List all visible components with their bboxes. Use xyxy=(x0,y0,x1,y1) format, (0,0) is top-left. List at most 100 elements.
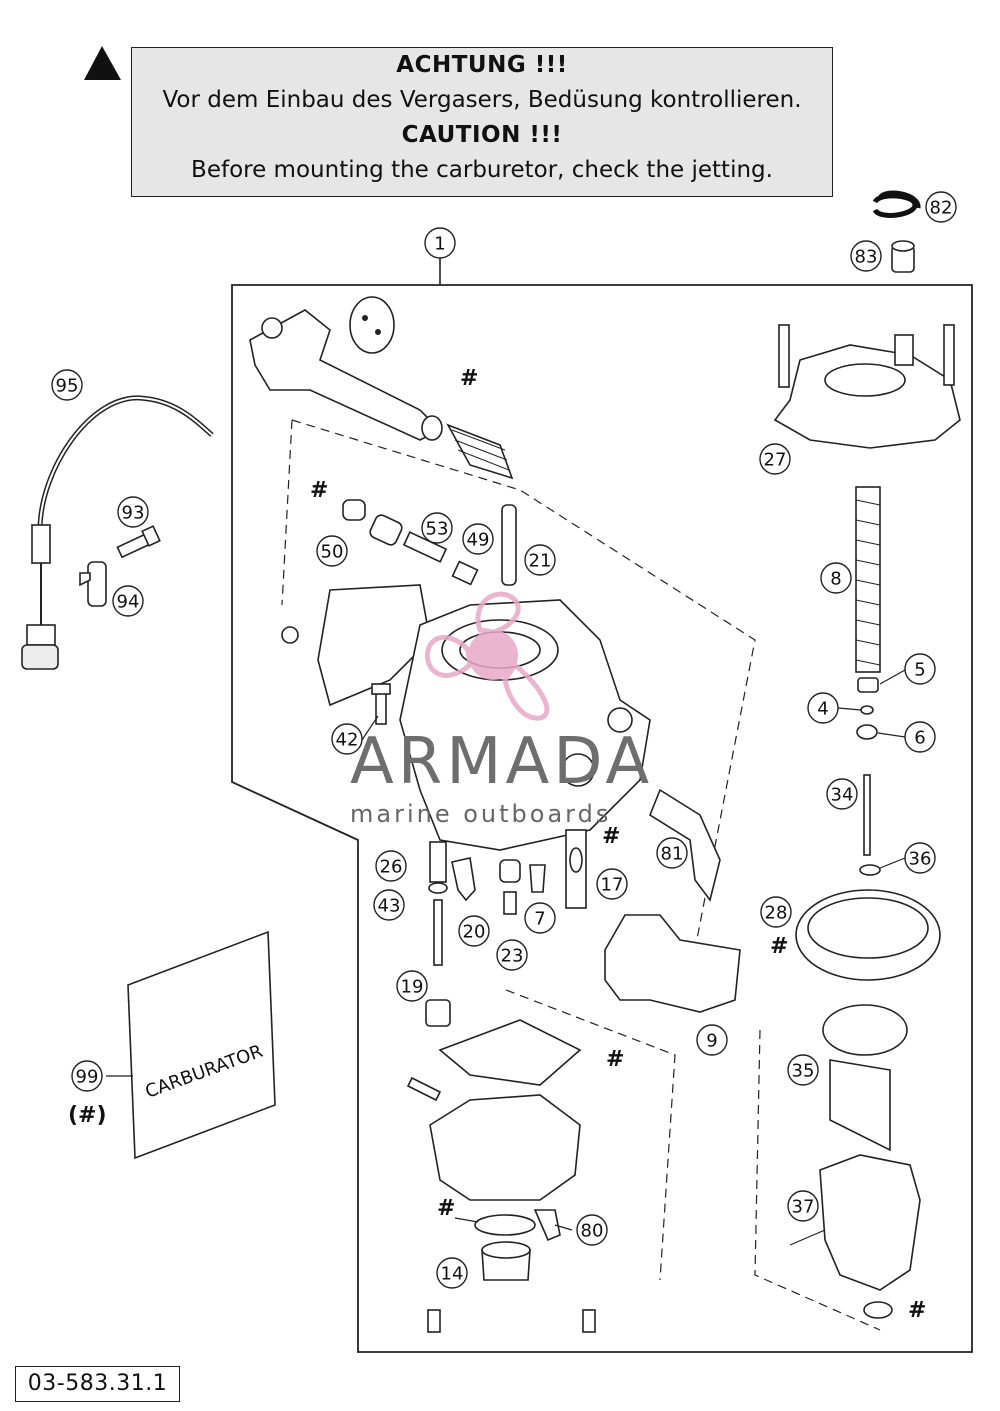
callout-label-8: 8 xyxy=(830,569,841,590)
watermark-brand: ARMADA xyxy=(350,725,653,799)
callout-label-4: 4 xyxy=(817,699,828,720)
callout-circle-17 xyxy=(596,868,628,900)
float-bowl-gasket xyxy=(438,1019,582,1086)
callout-label-1: 1 xyxy=(434,234,445,255)
callout-circle-83 xyxy=(850,240,882,272)
callout-circle-43 xyxy=(373,889,405,921)
kit-hash-mark: # xyxy=(908,1298,926,1323)
callout-label-36: 36 xyxy=(909,849,932,870)
callout-label-83: 83 xyxy=(855,247,878,268)
main-jet-stack xyxy=(425,841,451,1027)
kit-hash-mark: # xyxy=(310,478,328,503)
callout-circle-93 xyxy=(117,496,149,528)
callout-label-34: 34 xyxy=(831,785,854,806)
kit-hash-mark: # xyxy=(770,934,788,959)
callout-label-37: 37 xyxy=(792,1197,815,1218)
warning-title-en: CAUTION !!! xyxy=(401,122,563,148)
callout-circle-49 xyxy=(462,523,494,555)
callout-circle-82 xyxy=(925,191,957,223)
callout-circle-26 xyxy=(375,850,407,882)
callout-label-43: 43 xyxy=(378,896,401,917)
callout-circle-95 xyxy=(51,369,83,401)
assembly-frame xyxy=(231,284,973,1353)
callout-circle-34 xyxy=(826,778,858,810)
callout-label-82: 82 xyxy=(930,198,953,219)
callout-circle-8 xyxy=(820,562,852,594)
callout-circle-14 xyxy=(436,1257,468,1289)
document-code: 03-583.31.1 xyxy=(15,1366,180,1402)
callout-circle-36 xyxy=(904,842,936,874)
callout-circle-35 xyxy=(787,1054,819,1086)
kit-note: (#) xyxy=(68,1103,107,1128)
callout-label-99: 99 xyxy=(76,1067,99,1088)
hose-clip-icon xyxy=(872,190,921,218)
callout-label-80: 80 xyxy=(581,1221,604,1242)
callout-label-21: 21 xyxy=(529,551,552,572)
callout-label-28: 28 xyxy=(765,903,788,924)
callout-label-9: 9 xyxy=(706,1031,717,1052)
hash-layer: # # # # # # # xyxy=(310,366,926,1323)
kit-hash-mark: # xyxy=(437,1196,455,1221)
callout-circle-94 xyxy=(112,585,144,617)
callout-circle-21 xyxy=(524,544,556,576)
set-screw xyxy=(116,525,161,559)
callout-circle-7 xyxy=(524,902,556,934)
top-cover xyxy=(773,324,961,449)
slide-chamber xyxy=(819,1154,921,1291)
callout-label-49: 49 xyxy=(467,530,490,551)
callout-label-50: 50 xyxy=(321,542,344,563)
kit-hash-mark: # xyxy=(460,366,478,391)
callout-label-81: 81 xyxy=(661,844,684,865)
callout-circle-9 xyxy=(696,1024,728,1056)
callout-circle-6 xyxy=(904,721,936,753)
callout-label-14: 14 xyxy=(441,1264,464,1285)
warning-box: ACHTUNG !!! Vor dem Einbau des Vergasers… xyxy=(131,47,833,197)
callouts-layer: 1 82 83 95 93 94 50 53 49 21 27 8 5 4 6 42 34 36 26 43 20 23 7… xyxy=(51,191,957,1289)
jet-holder xyxy=(451,857,476,902)
callout-circle-50 xyxy=(316,535,348,567)
callout-circle-19 xyxy=(396,970,428,1002)
kit-hash-mark: # xyxy=(606,1047,624,1072)
callout-label-42: 42 xyxy=(336,730,359,751)
warning-triangle-icon xyxy=(84,46,121,80)
callout-circle-4 xyxy=(807,692,839,724)
float-bowl xyxy=(429,1094,581,1201)
throttle-slide xyxy=(822,1004,908,1056)
callout-label-27: 27 xyxy=(764,450,787,471)
callout-label-6: 6 xyxy=(914,728,925,749)
callout-circle-37 xyxy=(787,1190,819,1222)
float xyxy=(604,914,741,1013)
callout-circle-53 xyxy=(421,512,453,544)
callout-label-26: 26 xyxy=(380,857,403,878)
callout-label-94: 94 xyxy=(117,592,140,613)
callout-circle-28 xyxy=(760,896,792,928)
callout-circle-99 xyxy=(71,1060,103,1092)
callout-circle-81 xyxy=(656,837,688,869)
callout-circle-80 xyxy=(576,1214,608,1246)
gasket-kit-bag xyxy=(127,930,276,1160)
watermark-tagline: marine outboards xyxy=(350,800,611,828)
callout-label-95: 95 xyxy=(56,376,79,397)
callout-label-53: 53 xyxy=(426,519,449,540)
callout-circle-23 xyxy=(496,939,528,971)
cable-clamp xyxy=(79,561,107,607)
callout-label-93: 93 xyxy=(122,503,145,524)
callout-circle-42 xyxy=(331,723,363,755)
callout-label-7: 7 xyxy=(534,909,545,930)
kit-hash-mark: # xyxy=(602,824,620,849)
callout-label-17: 17 xyxy=(601,875,624,896)
callout-label-20: 20 xyxy=(463,922,486,943)
callout-circle-27 xyxy=(759,443,791,475)
armada-propeller-logo xyxy=(424,591,550,721)
side-cover-plate xyxy=(317,584,431,707)
warning-title-de: ACHTUNG !!! xyxy=(396,52,568,78)
throttle-shaft-assembly xyxy=(249,296,514,480)
callout-label-5: 5 xyxy=(914,660,925,681)
idle-jet-parts xyxy=(342,499,517,586)
callout-label-35: 35 xyxy=(792,1061,815,1082)
callout-label-23: 23 xyxy=(501,946,524,967)
callout-circle-20 xyxy=(458,915,490,947)
callout-label-19: 19 xyxy=(401,977,424,998)
warning-text-en: Before mounting the carburetor, check th… xyxy=(191,157,773,183)
